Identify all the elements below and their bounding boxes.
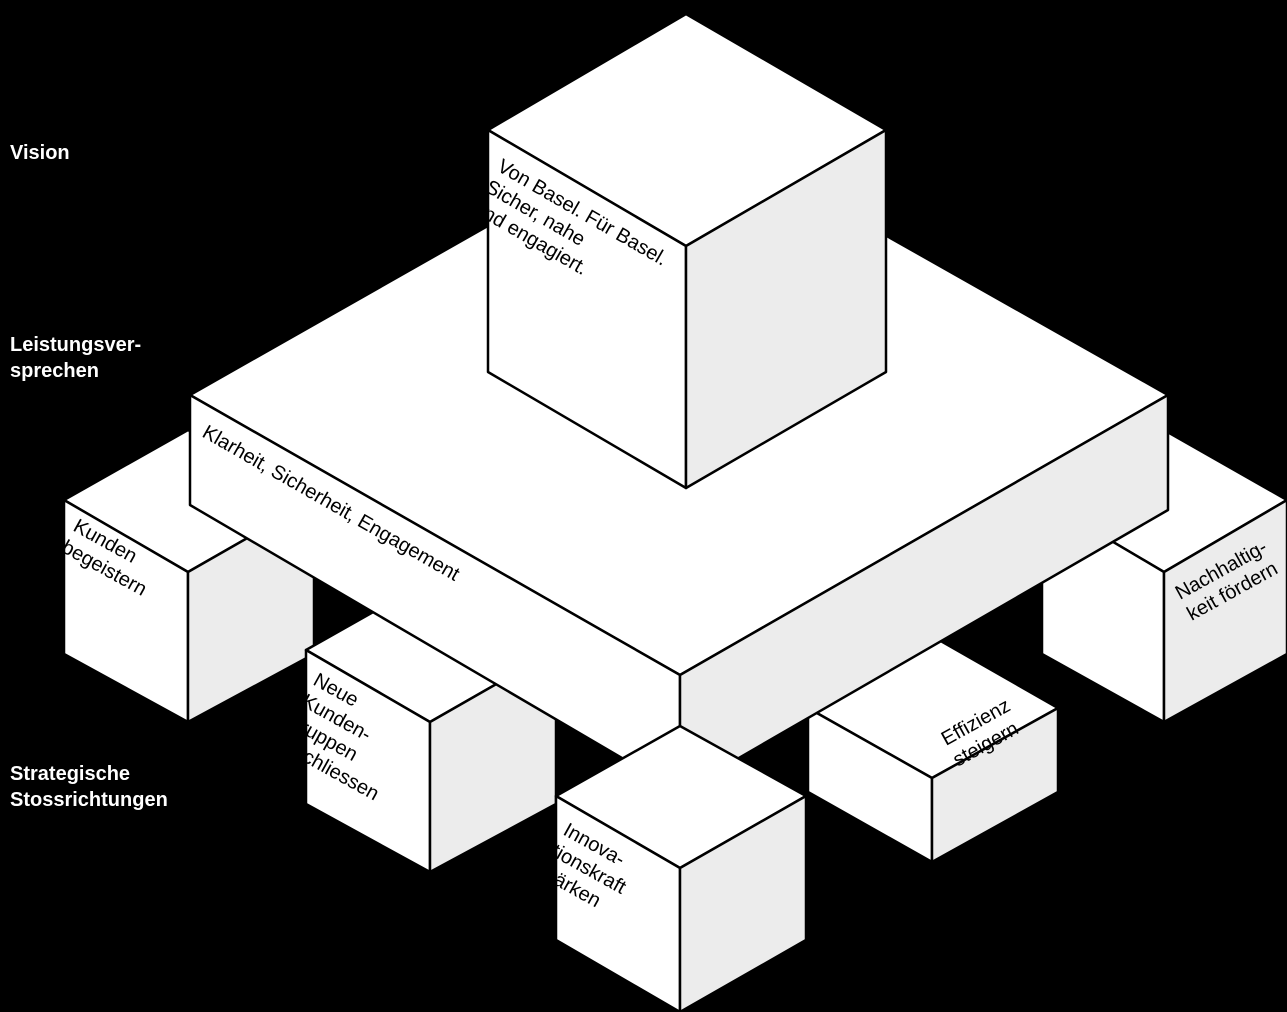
cube-vision: Von Basel. Für Basel. Sicher, nahe und e… (470, 12, 888, 490)
cube-innovationskraft: Innova- tionskraft stärken (536, 724, 808, 1012)
cube-neue-kundengruppen: Neue Kunden- gruppen erschliessen (275, 578, 558, 874)
cube-effizienz-steigern: Effizienz steigern (806, 634, 1060, 864)
label-leistungsversprechen: Leistungsver- sprechen (10, 334, 142, 382)
label-strategische-stossrichtungen: Strategische Stossrichtungen (10, 763, 168, 811)
svg-text:Neue Kunden- grupp: Neue Kunden- gruppen erschliessen (275, 669, 418, 805)
label-vision: Vision (10, 142, 70, 164)
